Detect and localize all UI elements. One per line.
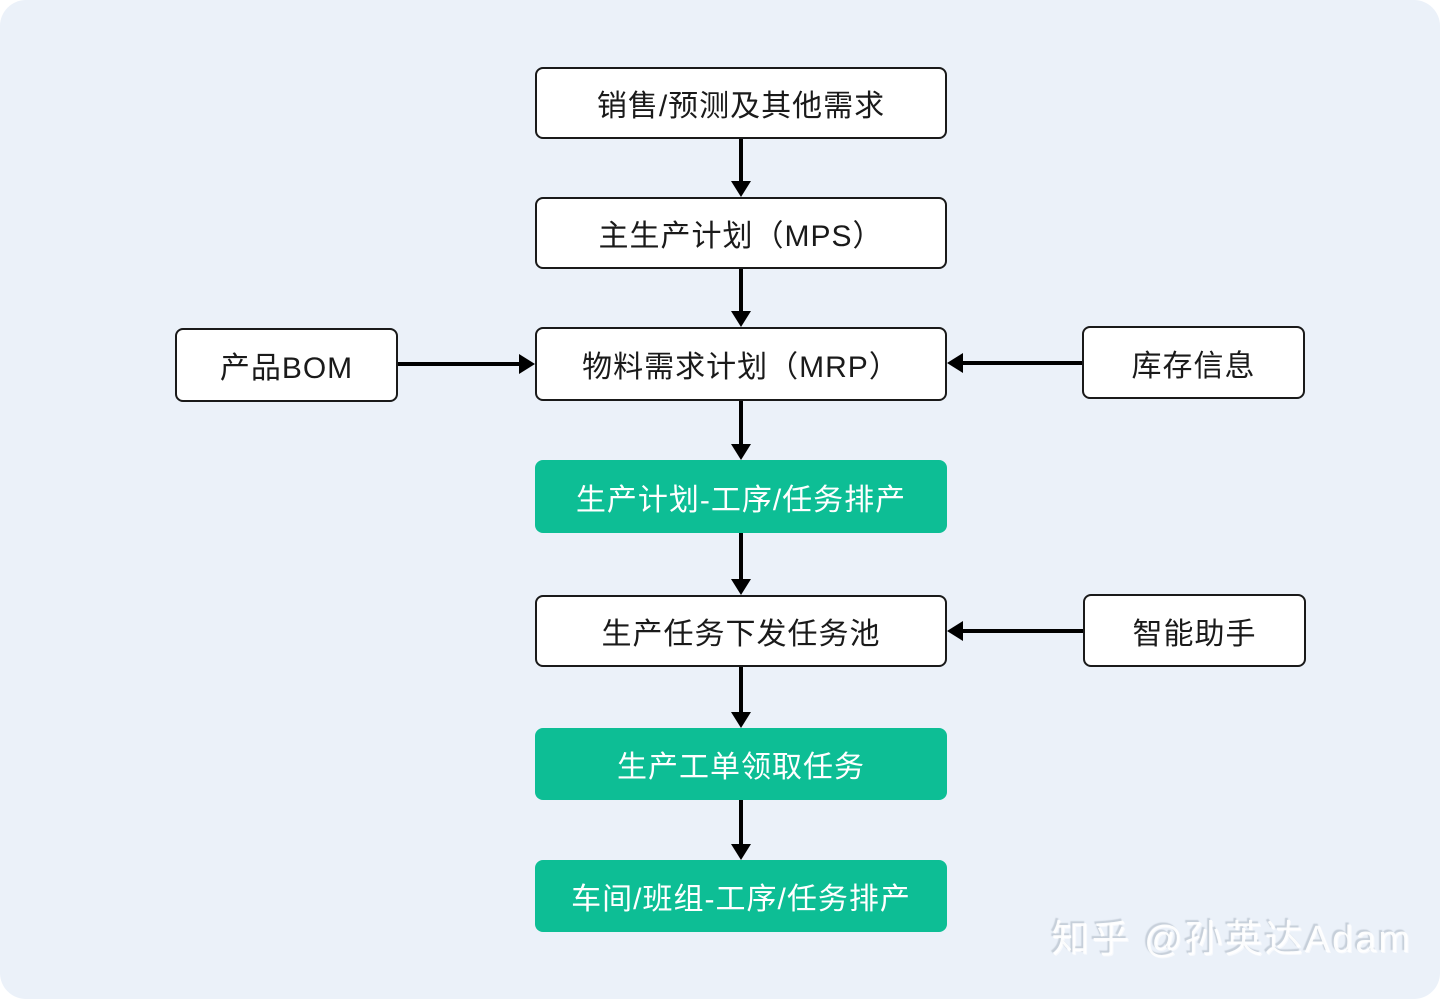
arrow-inventory-to-mrp	[947, 353, 1082, 373]
arrow-assistant-to-task-pool	[947, 621, 1083, 641]
node-inventory-info: 库存信息	[1082, 326, 1305, 399]
node-production-plan-scheduling: 生产计划-工序/任务排产	[535, 460, 947, 533]
node-product-bom: 产品BOM	[175, 328, 398, 402]
arrow-mrp-to-plan-scheduling	[731, 401, 751, 460]
arrow-sales-to-mps	[731, 139, 751, 197]
arrow-task-pool-to-work-order	[731, 667, 751, 728]
node-master-production-schedule: 主生产计划（MPS）	[535, 197, 947, 269]
arrow-plan-to-task-pool	[731, 533, 751, 595]
arrow-mps-to-mrp	[731, 269, 751, 327]
node-material-requirements-planning: 物料需求计划（MRP）	[535, 327, 947, 401]
node-sales-forecast-demand: 销售/预测及其他需求	[535, 67, 947, 139]
node-work-order-claim-task: 生产工单领取任务	[535, 728, 947, 800]
node-workshop-team-scheduling: 车间/班组-工序/任务排产	[535, 860, 947, 932]
zhihu-watermark: 知乎 @孙英达Adam	[1051, 919, 1412, 961]
node-smart-assistant: 智能助手	[1083, 594, 1306, 667]
arrow-work-order-to-workshop	[731, 800, 751, 860]
node-task-pool-dispatch: 生产任务下发任务池	[535, 595, 947, 667]
arrow-bom-to-mrp	[398, 354, 535, 374]
